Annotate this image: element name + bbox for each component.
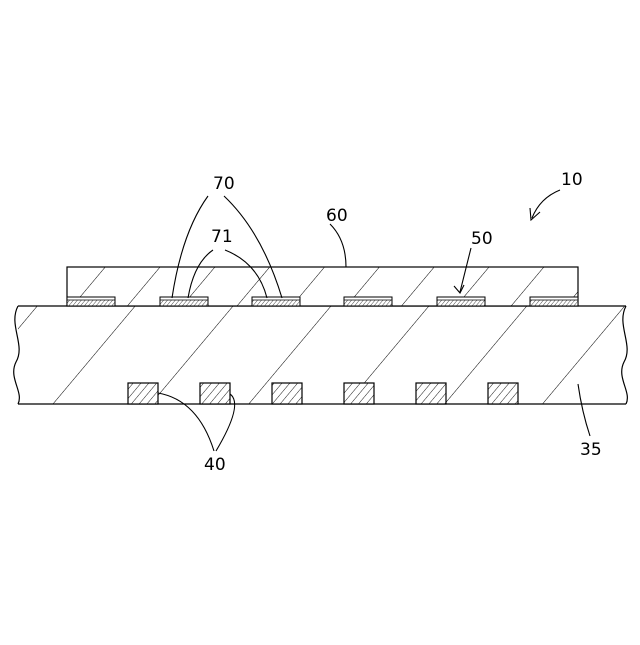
- label-embedded-electrodes: 40: [204, 455, 226, 475]
- cover-layer: [67, 267, 578, 306]
- label-cover-layer: 60: [326, 206, 348, 226]
- substrate: [14, 306, 628, 404]
- label-conductive-pads: 70: [213, 174, 235, 194]
- leader-10: [532, 190, 560, 218]
- leader-60: [330, 224, 346, 267]
- label-pad: 50: [471, 229, 493, 249]
- label-device: 10: [561, 170, 583, 190]
- label-substrate: 35: [580, 440, 602, 460]
- label-pad-surface: 71: [211, 227, 233, 247]
